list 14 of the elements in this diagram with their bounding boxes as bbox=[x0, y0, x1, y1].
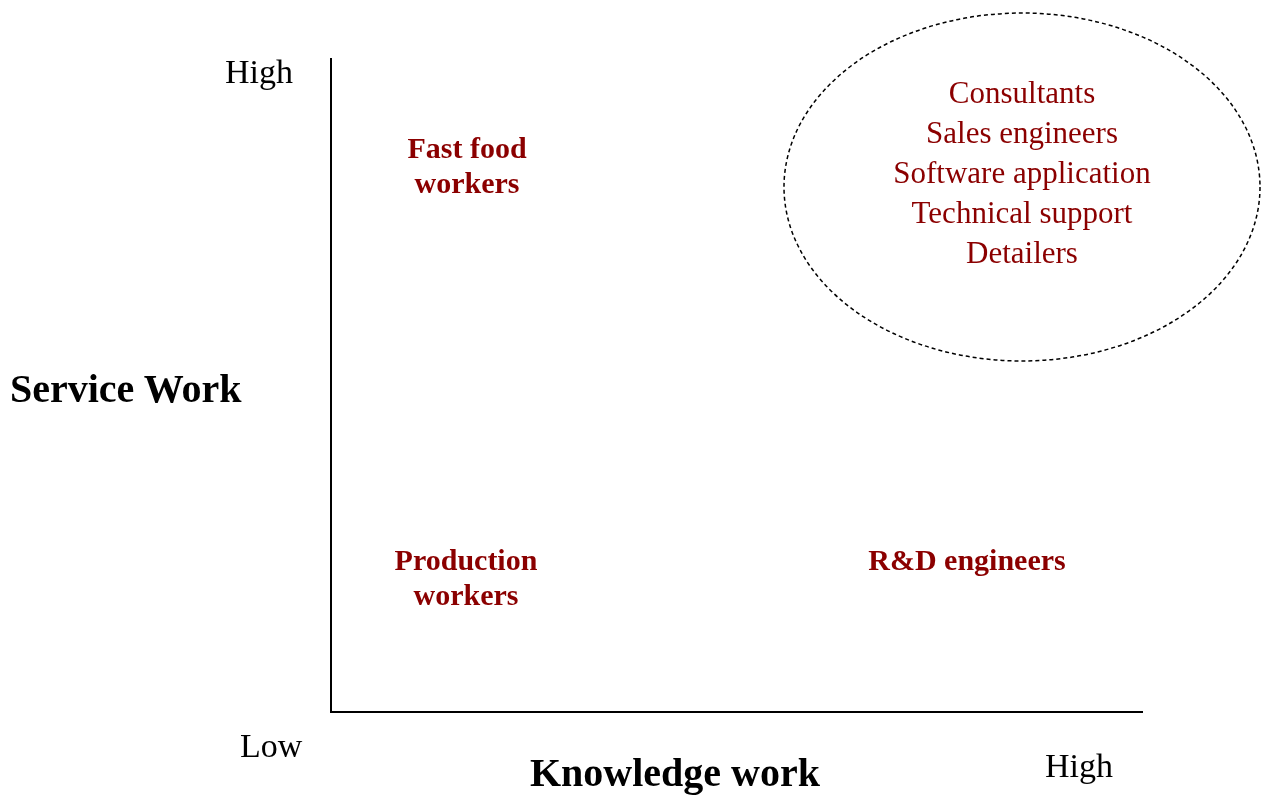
dashed-ellipse bbox=[782, 11, 1262, 363]
job-label: Detailers bbox=[966, 234, 1078, 272]
job-label: Sales engineers bbox=[926, 114, 1118, 152]
axis-tick-label: Low bbox=[240, 726, 303, 766]
axis-title: Service Work bbox=[10, 366, 242, 412]
quadrant-label: Fast food workers bbox=[406, 131, 528, 200]
quadrant-label: R&D engineers bbox=[867, 543, 1067, 578]
axis-tick-label: High bbox=[225, 52, 293, 92]
job-label: Technical support bbox=[911, 194, 1133, 232]
axis-tick-label: High bbox=[1045, 746, 1113, 786]
job-label: Software application bbox=[893, 154, 1151, 192]
job-label: Consultants bbox=[948, 74, 1096, 112]
axis-title: Knowledge work bbox=[530, 750, 820, 796]
quadrant-label: Production workers bbox=[393, 543, 539, 612]
